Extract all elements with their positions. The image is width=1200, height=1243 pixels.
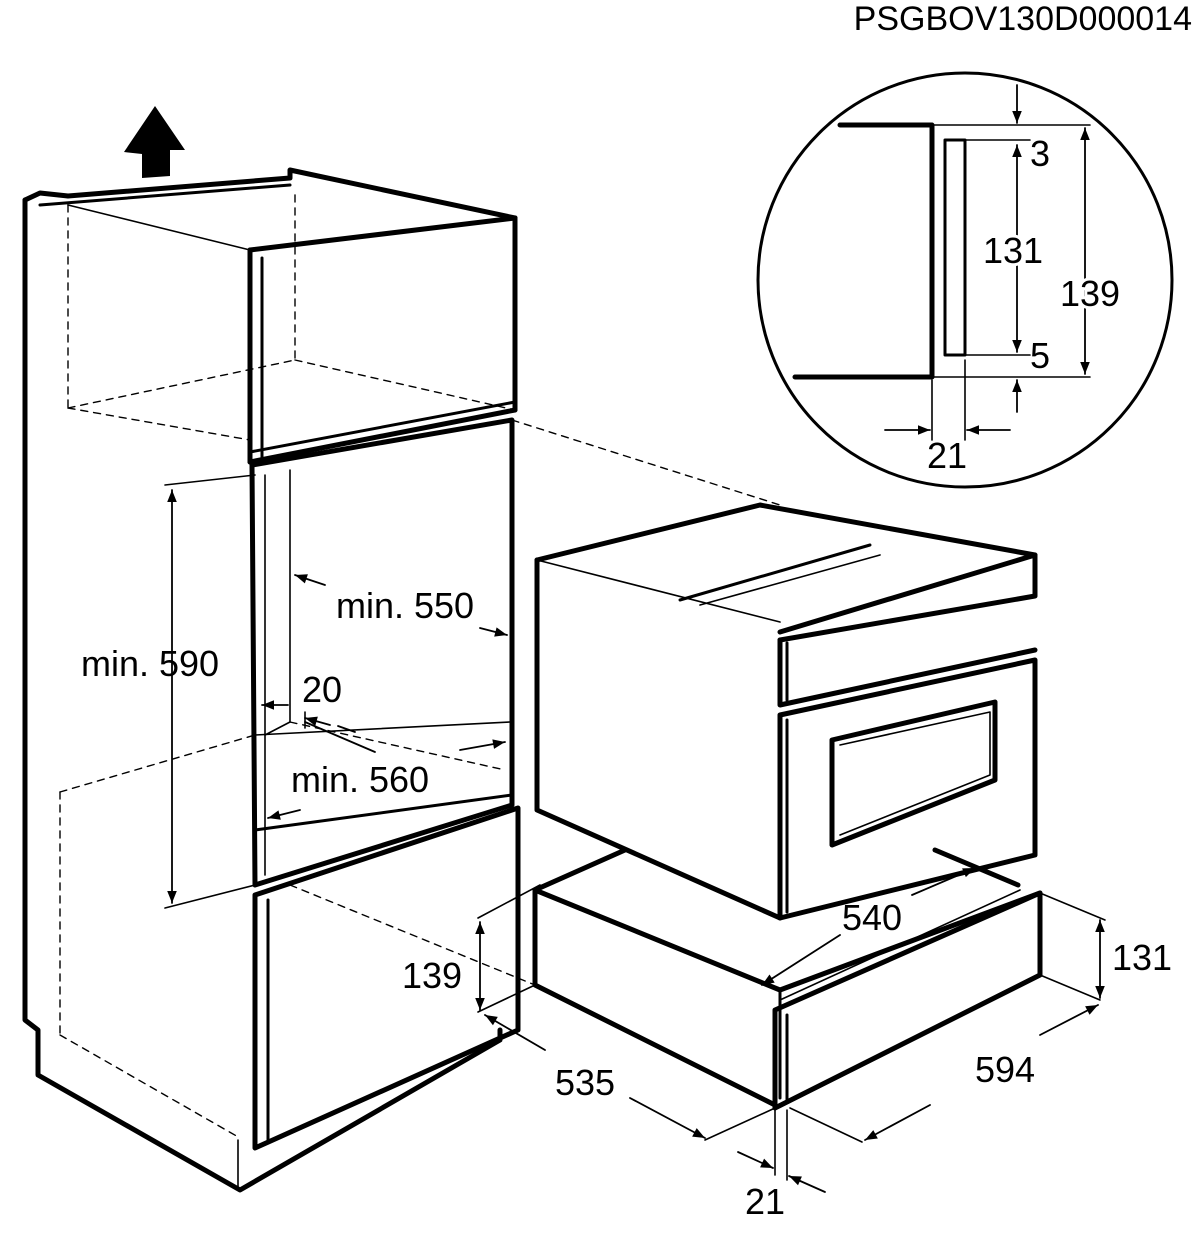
reference-code: PSGBOV130D000014 — [854, 0, 1192, 38]
dim-rear-gap — [261, 700, 356, 733]
dim-drawer-height — [1039, 892, 1106, 999]
label-cabinet-depth: 535 — [555, 1062, 615, 1103]
dim-niche-depth — [267, 721, 506, 820]
label-front-offset: 21 — [745, 1181, 785, 1222]
dim-niche-height — [164, 474, 256, 909]
label-detail-bottom-gap: 5 — [1030, 335, 1050, 376]
label-niche-width: min. 550 — [336, 585, 474, 626]
dim-drawer-depth — [761, 867, 976, 986]
label-drawer-width: 594 — [975, 1049, 1035, 1090]
dim-drawer-width — [789, 974, 1101, 1143]
label-detail-offset: 21 — [927, 435, 967, 476]
label-detail-total-height: 139 — [1060, 273, 1120, 314]
dim-niche-width — [294, 574, 508, 637]
label-detail-front-height: 131 — [983, 230, 1043, 271]
label-niche-height: min. 590 — [81, 643, 219, 684]
label-niche-depth: min. 560 — [291, 759, 429, 800]
detail-view — [756, 71, 1174, 489]
dim-front-offset — [737, 1109, 826, 1193]
dim-drawer-niche-height — [475, 884, 541, 1013]
label-rear-gap: 20 — [302, 669, 342, 710]
label-detail-top-gap: 3 — [1030, 133, 1050, 174]
label-drawer-height: 131 — [1112, 937, 1172, 978]
label-drawer-depth: 540 — [842, 897, 902, 938]
label-drawer-niche-height: 139 — [402, 955, 462, 996]
dim-cabinet-depth — [484, 1014, 776, 1141]
oven-appliance — [534, 502, 1038, 921]
kitchen-cabinet — [22, 167, 781, 1193]
lift-arrow-icon — [124, 106, 185, 178]
